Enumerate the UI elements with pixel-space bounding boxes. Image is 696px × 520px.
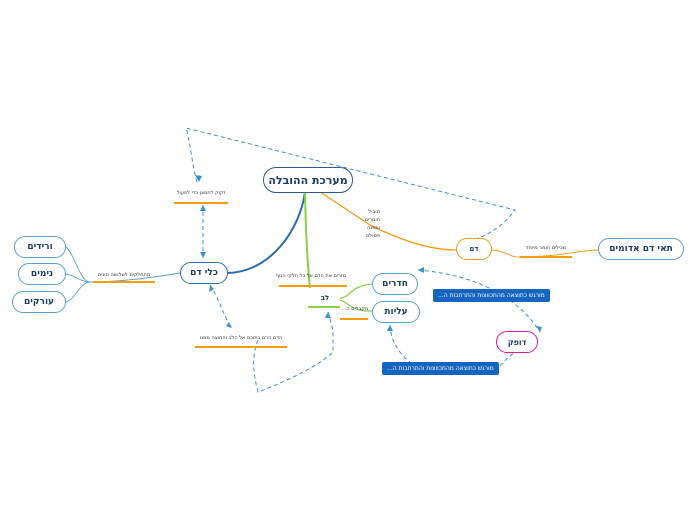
edge-heart-chambers <box>339 283 373 299</box>
edge-heart-atria <box>339 299 373 312</box>
blood-desc-line: מוביל <box>368 209 380 215</box>
blood-flows-underline <box>195 346 287 348</box>
dashed-vessels-blood <box>185 127 516 242</box>
rbc-desc-underline <box>520 256 572 258</box>
node-pulse[interactable]: דופק <box>496 331 538 353</box>
label-rbc-desc: מכילים חומר מיוחד <box>525 245 567 251</box>
node-capillaries[interactable]: נימים <box>18 263 66 285</box>
label-blood-desc: מוביל חומרים ומפנה פסולת <box>358 208 380 240</box>
root-label: מערכת ההובלה <box>268 173 348 187</box>
node-blood[interactable]: דם <box>456 238 492 260</box>
node-chambers[interactable]: חדרים <box>372 273 418 295</box>
callout-atria-note[interactable]: מורגש כתוצאה מהתכווצות והתרחבות ה... <box>382 362 499 375</box>
edge-root-heart <box>304 191 311 289</box>
label-atria-desc: מקבלים ה... <box>341 306 369 312</box>
edge-vessels-arteries <box>65 281 91 303</box>
pulse-label: דופק <box>507 337 527 347</box>
dashed-note-pulse <box>499 351 516 367</box>
node-red-blood-cells[interactable]: תאי דם אדומים <box>598 238 684 260</box>
edge-vessels-veins <box>65 246 181 283</box>
blood-vessels-label: כלי דם <box>190 268 218 278</box>
red-blood-cells-label: תאי דם אדומים <box>609 244 673 254</box>
root-node-transport-system[interactable]: מערכת ההובלה <box>263 167 353 193</box>
atria-desc-underline <box>340 318 368 320</box>
needs-oxygen-underline <box>174 202 228 204</box>
label-heart-pumps: מזרים את הדם אל כל חלקי הגוף <box>275 273 346 279</box>
label-needs-oxygen: זקוק לחמצן כדי לפעול <box>176 190 226 196</box>
blood-desc-line: חומרים <box>364 217 380 223</box>
label-blood-flows: הדם זורם בתוכם אל הלב והחוצה ממנו <box>199 335 283 341</box>
dashed-flow-heart <box>253 311 334 393</box>
callout-chambers-note[interactable]: מורגש כתוצאה מהתכווצות והתרחבות ה... <box>433 289 550 302</box>
heart-pumps-underline <box>279 285 347 287</box>
edge-root-blood <box>319 191 457 251</box>
arteries-label: עורקים <box>23 297 55 307</box>
dashed-flow <box>209 284 233 329</box>
capillaries-label: נימים <box>30 269 54 279</box>
node-arteries[interactable]: עורקים <box>12 291 66 313</box>
dashed-relations <box>185 127 541 393</box>
atria-label: עליות <box>384 307 408 317</box>
node-blood-vessels[interactable]: כלי דם <box>180 262 228 284</box>
edge-root-vessels <box>227 191 306 274</box>
label-vessels-types: מתחלקים לשלושה סוגים <box>97 272 151 278</box>
edge-vessels-capillaries <box>65 273 91 283</box>
chambers-label: חדרים <box>382 279 408 289</box>
heart-underline <box>308 306 340 308</box>
node-veins[interactable]: ורידים <box>14 236 66 258</box>
dashed-atria-note <box>389 324 411 363</box>
blood-desc-line: ומפנה <box>366 225 380 231</box>
node-heart[interactable]: לב <box>320 294 330 302</box>
arrowheads <box>195 175 542 353</box>
veins-label: ורידים <box>27 242 53 252</box>
blood-desc-line: פסולת <box>366 233 380 239</box>
node-atria[interactable]: עליות <box>372 301 420 323</box>
blood-label: דם <box>469 245 479 253</box>
